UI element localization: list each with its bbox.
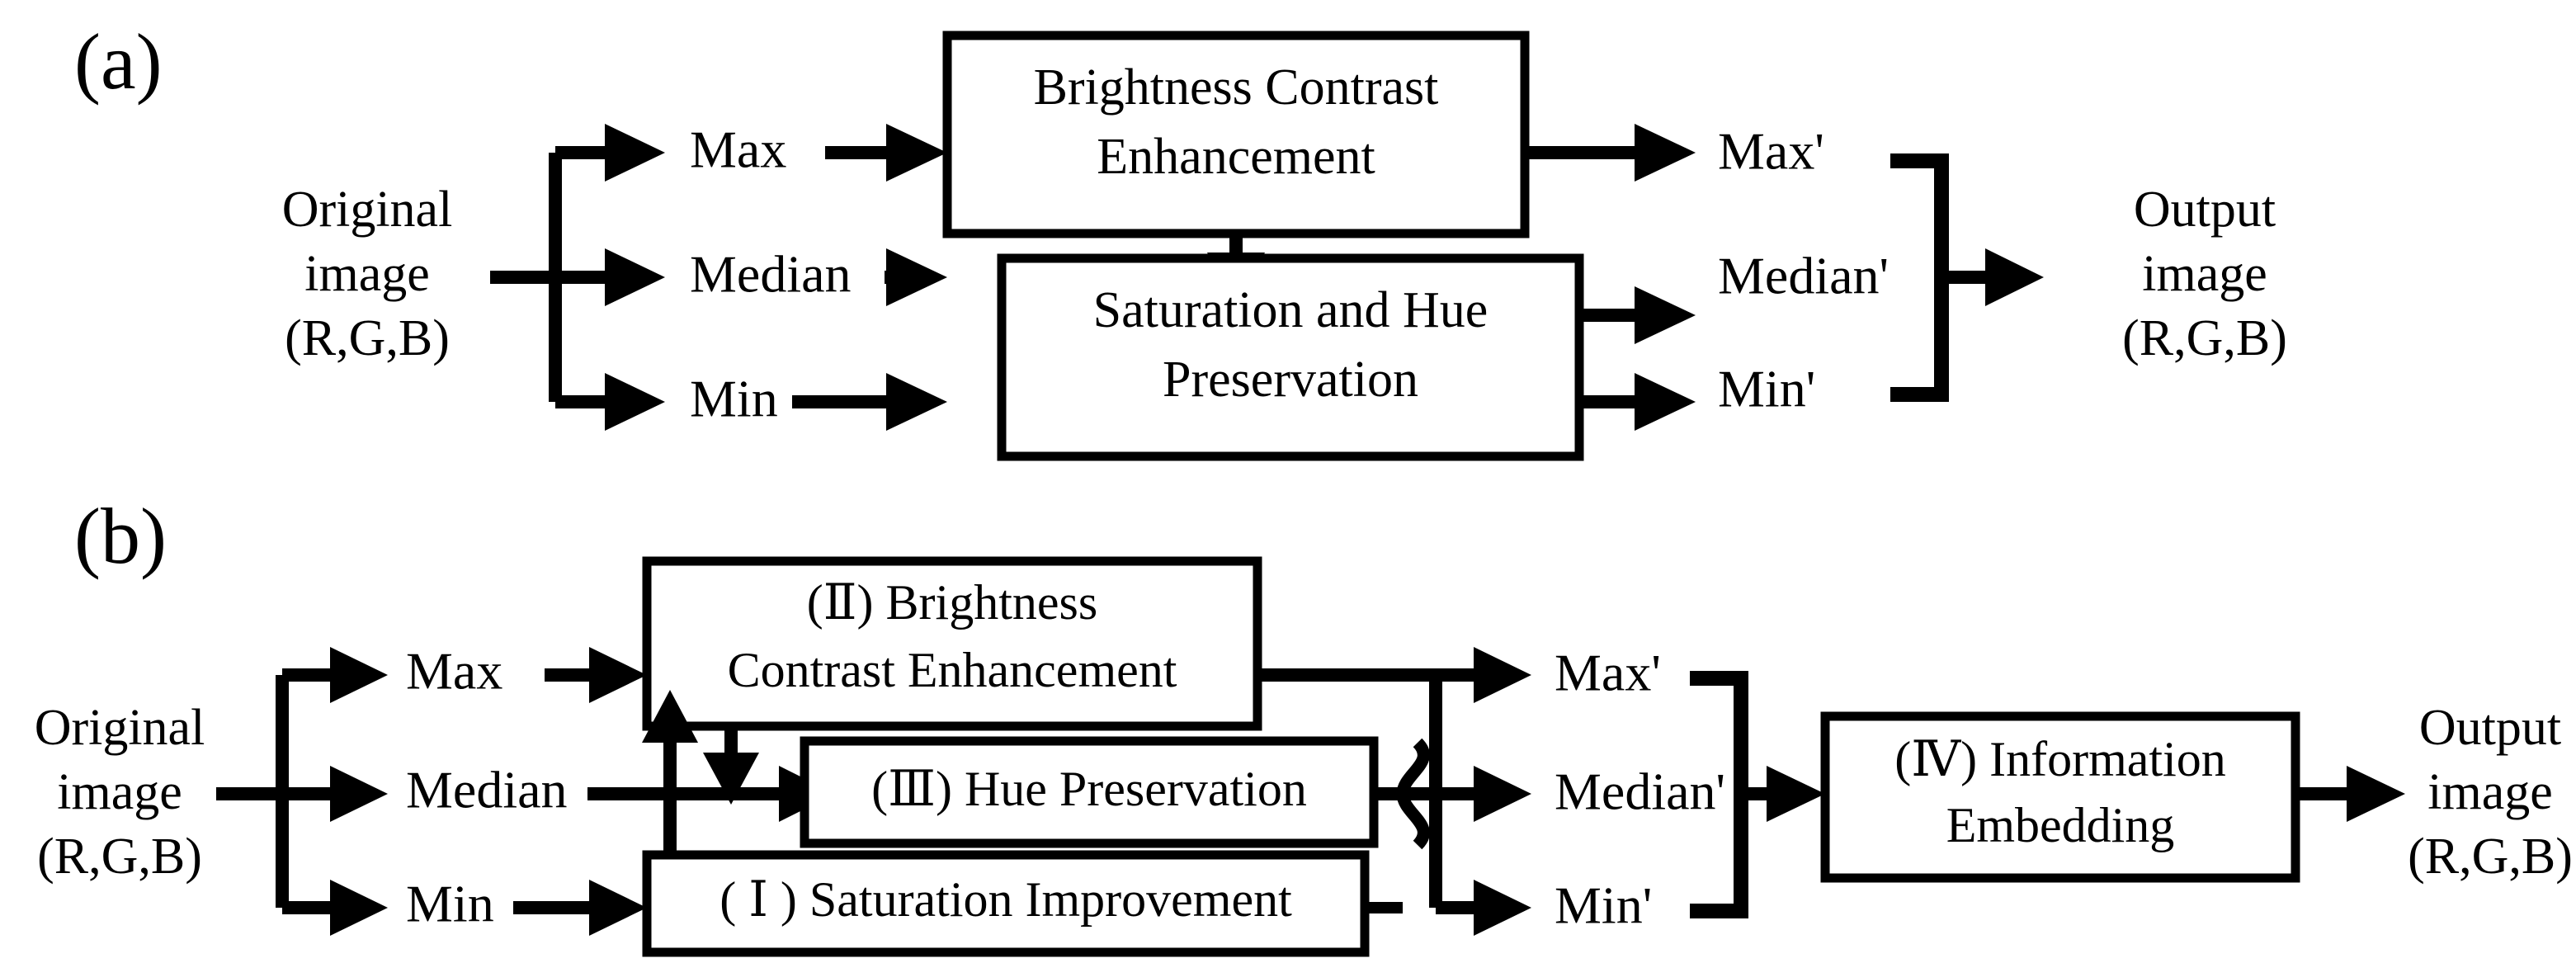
panel-a-input-line3: (R,G,B) <box>285 310 450 366</box>
panel-a-branch-max-arrowhead <box>605 124 665 182</box>
panel-a-shp-out-median-arrowhead <box>1635 286 1696 344</box>
panel-b-input-line3: (R,G,B) <box>37 828 202 885</box>
panel-a-merge-out-arrowhead <box>1985 248 2044 306</box>
panel-b-box-brightness-contrast-enhancement[interactable] <box>642 556 1262 731</box>
panel-a-branch-min-arrowhead <box>605 373 665 431</box>
panel-a-input-line2: image <box>304 246 430 302</box>
panel-b-box2-line1: (Ⅱ) Brightness <box>807 575 1097 630</box>
panel-b-out-median: Median' <box>1555 762 1725 821</box>
panel-b-input-line1: Original <box>35 700 205 756</box>
panel-b-stream-min: Min <box>406 875 494 933</box>
panel-b-min-to-si-arrowhead <box>589 880 647 936</box>
panel-a-out-min: Min' <box>1718 360 1815 418</box>
panel-a-output-line2: image <box>2142 246 2267 302</box>
panel-b-box2-line2: Contrast Enhancement <box>728 643 1177 697</box>
panel-b-box-hue-preservation[interactable] <box>800 736 1379 848</box>
panel-b-merge-out-arrowhead <box>1767 766 1825 822</box>
panel-a-shp-out-min-arrowhead <box>1635 373 1696 431</box>
panel-a-max-to-bce-arrowhead <box>886 124 947 182</box>
panel-a-box-brightness-contrast-enhancement[interactable] <box>942 31 1530 238</box>
panel-a-out-max: Max' <box>1718 122 1824 181</box>
panel-b-branch-median-arrowhead <box>330 766 388 822</box>
panel-a-output-line3: (R,G,B) <box>2122 310 2287 366</box>
panel-b-output-line2: image <box>2427 764 2553 820</box>
panel-b-box1-line1: ( Ⅰ ) Saturation Improvement <box>719 872 1292 927</box>
panel-b-branch-min-arrowhead <box>330 880 388 936</box>
panel-a-box2-line1: Saturation and Hue <box>1093 282 1489 338</box>
panel-b-ie-out-arrowhead <box>2347 766 2405 822</box>
panel-a-box-saturation-and-hue-preservation[interactable] <box>997 253 1584 461</box>
panel-b-feedback-arrowhead-up <box>642 690 698 743</box>
panel-a-output-line1: Output <box>2134 182 2276 238</box>
panel-b-max-to-bce-arrowhead <box>589 647 647 703</box>
panel-b-out-max-arrowhead <box>1474 647 1531 703</box>
panel-b-box3-line1: (Ⅲ) Hue Preservation <box>871 762 1307 816</box>
panel-a-output-merge-brace <box>1890 153 1949 402</box>
panel-b-box4-line2: Embedding <box>1946 798 2175 852</box>
panel-a-stream-min: Min <box>690 370 778 428</box>
panel-a-bce-out-arrowhead <box>1635 124 1696 182</box>
panel-b-rail-hop-curly <box>1396 738 1430 850</box>
panel-b-branch-max-arrowhead <box>330 647 388 703</box>
panel-a-input-line1: Original <box>282 182 453 238</box>
panel-b-input-line2: image <box>57 764 182 820</box>
panel-a-branch-median-arrowhead <box>605 248 665 306</box>
panel-b-stream-median: Median <box>406 761 568 819</box>
panel-a-min-to-shp-arrowhead <box>886 373 947 431</box>
panel-b-letter: (b) <box>74 492 167 580</box>
panel-b-out-min: Min' <box>1555 876 1652 935</box>
panel-a-stream-median: Median <box>690 245 852 304</box>
panel-b-out-min-arrowhead <box>1474 880 1531 936</box>
panel-b-out-max: Max' <box>1555 644 1661 702</box>
panel-a-median-to-shp-arrowhead <box>886 248 947 306</box>
panel-a-box2-line2: Preservation <box>1163 352 1418 408</box>
panel-b-hue-out-arrowhead <box>1474 766 1531 822</box>
panel-b-box-saturation-improvement[interactable] <box>642 850 1370 957</box>
panel-a-box1-line1: Brightness Contrast <box>1034 59 1439 116</box>
panel-a-out-median: Median' <box>1718 247 1889 305</box>
panel-a-box1-line2: Enhancement <box>1097 129 1375 185</box>
panel-a-letter: (a) <box>74 17 163 106</box>
panel-b-box4-line1: (Ⅳ) Information <box>1894 732 2225 786</box>
panel-b-stream-max: Max <box>406 642 502 701</box>
panel-b-output-line1: Output <box>2419 700 2561 756</box>
panel-b-bce-down-arrowhead <box>703 753 759 805</box>
panel-a-stream-max: Max <box>690 120 786 179</box>
panel-b-output-line3: (R,G,B) <box>2408 828 2573 885</box>
